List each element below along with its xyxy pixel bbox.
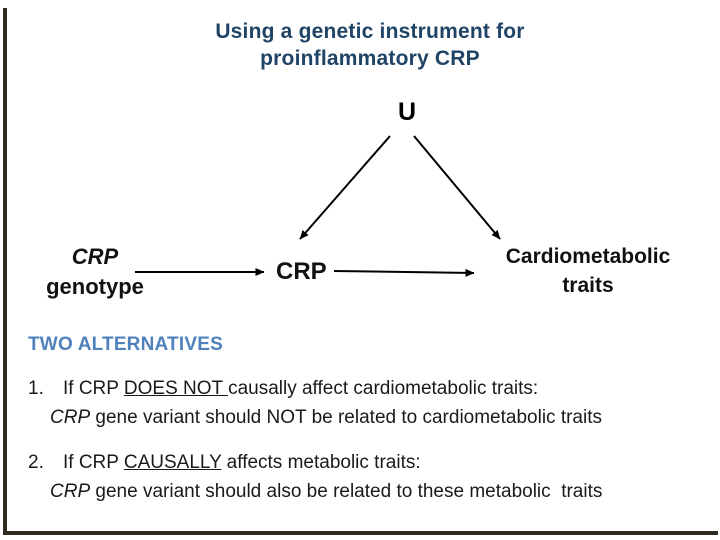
- exposure-label-line2: genotype: [46, 274, 144, 299]
- alternative-1-consequence: CRP gene variant should NOT be related t…: [50, 403, 714, 432]
- slide-title: Using a genetic instrument for proinflam…: [110, 18, 630, 72]
- alternative-1-condition: If CRP DOES NOT causally affect cardiome…: [63, 374, 714, 403]
- mediator-node-crp: CRP: [276, 258, 327, 285]
- exposure-node-crp-genotype: CRP genotype: [18, 242, 172, 302]
- underlined-text-segment: DOES NOT: [123, 378, 229, 399]
- underlined-text-segment: CAUSALLY: [123, 452, 222, 473]
- item-number: 2.: [28, 452, 44, 473]
- italic-text-segment: CRP: [50, 481, 91, 502]
- outcome-label-line1: Cardiometabolic: [505, 245, 671, 268]
- outcome-node-cardiometabolic-traits: Cardiometabolic traits: [488, 242, 688, 300]
- slide-border-bottom: [3, 531, 718, 535]
- arrow-u-to-traits-icon: [413, 135, 501, 240]
- text-segment: affects metabolic traits:: [221, 452, 421, 473]
- alternative-2-consequence: CRP gene variant should also be related …: [50, 477, 714, 506]
- alternative-item-2: 2. If CRP CAUSALLY affects metabolic tra…: [28, 448, 714, 506]
- arrow-crp-to-traits-icon: [333, 268, 475, 277]
- arrow-u-to-crp-icon: [299, 135, 391, 240]
- item-number: 1.: [28, 378, 44, 399]
- slide-title-line2: proinflammatory CRP: [260, 47, 480, 70]
- confounder-node-label: U: [397, 98, 417, 126]
- exposure-label-line1: CRP: [71, 244, 119, 269]
- text-segment: If CRP: [63, 452, 124, 473]
- text-segment: gene variant should also be related to t…: [90, 481, 603, 502]
- italic-text-segment: CRP: [50, 407, 91, 428]
- slide-title-line1: Using a genetic instrument for: [215, 20, 525, 43]
- text-segment: causally affect cardiometabolic traits:: [228, 378, 539, 399]
- slide-border-left: [3, 8, 7, 535]
- alternative-2-condition: If CRP CAUSALLY affects metabolic traits…: [63, 448, 714, 477]
- outcome-label-line2: traits: [562, 274, 614, 297]
- text-segment: gene variant should NOT be related to ca…: [90, 407, 602, 428]
- text-segment: If CRP: [63, 378, 124, 399]
- alternatives-heading: TWO ALTERNATIVES: [28, 334, 223, 355]
- alternative-item-1: 1. If CRP DOES NOT causally affect cardi…: [28, 374, 714, 432]
